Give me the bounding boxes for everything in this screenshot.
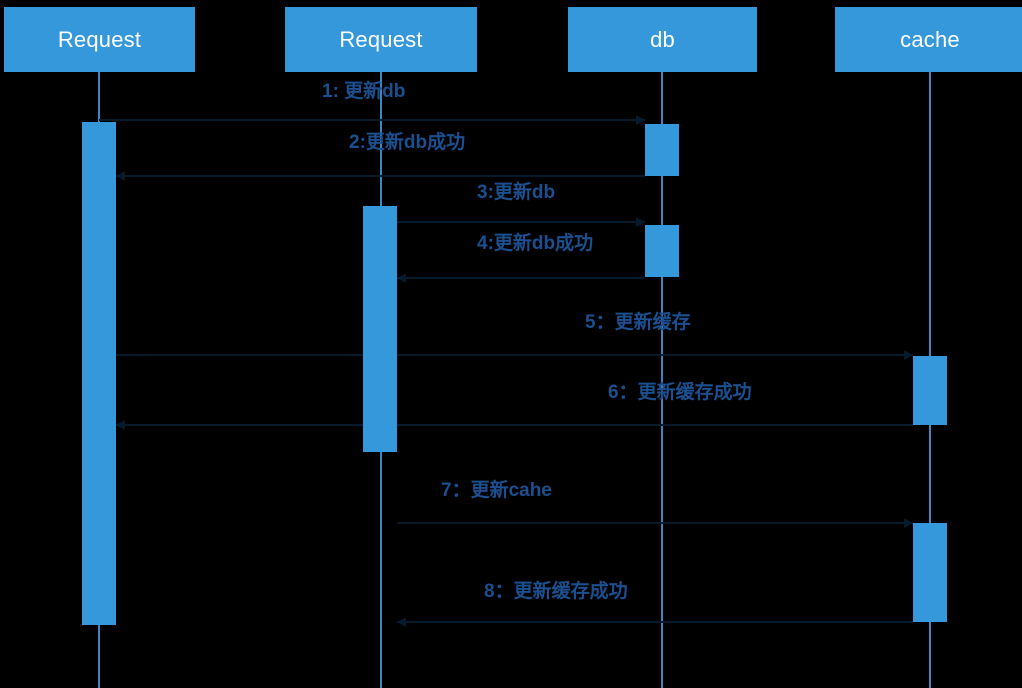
- message-label-4: 4:更新db成功: [477, 233, 594, 254]
- activation-bar-cache-1: [913, 356, 947, 425]
- participant-box-request-a[interactable]: Request: [4, 7, 195, 72]
- participant-label-cache: cache: [900, 26, 960, 52]
- message-label-2: 2:更新db成功: [349, 132, 466, 153]
- message-line-8: [397, 621, 913, 623]
- message-line-3: [381, 221, 645, 223]
- message-line-5: [116, 354, 913, 356]
- activation-bar-db-1: [645, 124, 679, 176]
- message-label-7: 7：更新cahe: [441, 480, 552, 501]
- lifeline-db: [661, 72, 663, 688]
- message-arrow-1: [636, 115, 645, 125]
- participant-box-cache[interactable]: cache: [835, 7, 1022, 72]
- message-line-6: [116, 424, 913, 426]
- message-line-4: [397, 277, 645, 279]
- activation-bar-request-b-1: [363, 206, 397, 452]
- message-label-3: 3:更新db: [477, 182, 556, 203]
- message-arrow-3: [636, 217, 645, 227]
- activation-bar-db-2: [645, 225, 679, 277]
- participant-label-db: db: [650, 26, 675, 52]
- participant-label-request-a: Request: [57, 26, 142, 52]
- message-arrow-2: [116, 171, 125, 181]
- participant-box-db[interactable]: db: [568, 7, 757, 72]
- message-arrow-5: [904, 350, 913, 360]
- message-arrow-4: [397, 273, 406, 283]
- message-line-1: [99, 119, 645, 121]
- activation-bar-request-a-1: [82, 122, 116, 625]
- message-label-1: 1: 更新db: [322, 81, 406, 102]
- activation-bar-cache-2: [913, 523, 947, 622]
- message-arrow-6: [116, 420, 125, 430]
- message-label-6: 6：更新缓存成功: [608, 382, 752, 403]
- message-arrow-7: [904, 518, 913, 528]
- message-line-7: [397, 522, 913, 524]
- message-arrow-8: [397, 617, 406, 627]
- message-line-2: [116, 175, 645, 177]
- message-label-5: 5：更新缓存: [585, 312, 691, 333]
- message-label-8: 8：更新缓存成功: [484, 581, 628, 602]
- participant-label-request-b: Request: [339, 26, 423, 52]
- participant-box-request-b[interactable]: Request: [285, 7, 477, 72]
